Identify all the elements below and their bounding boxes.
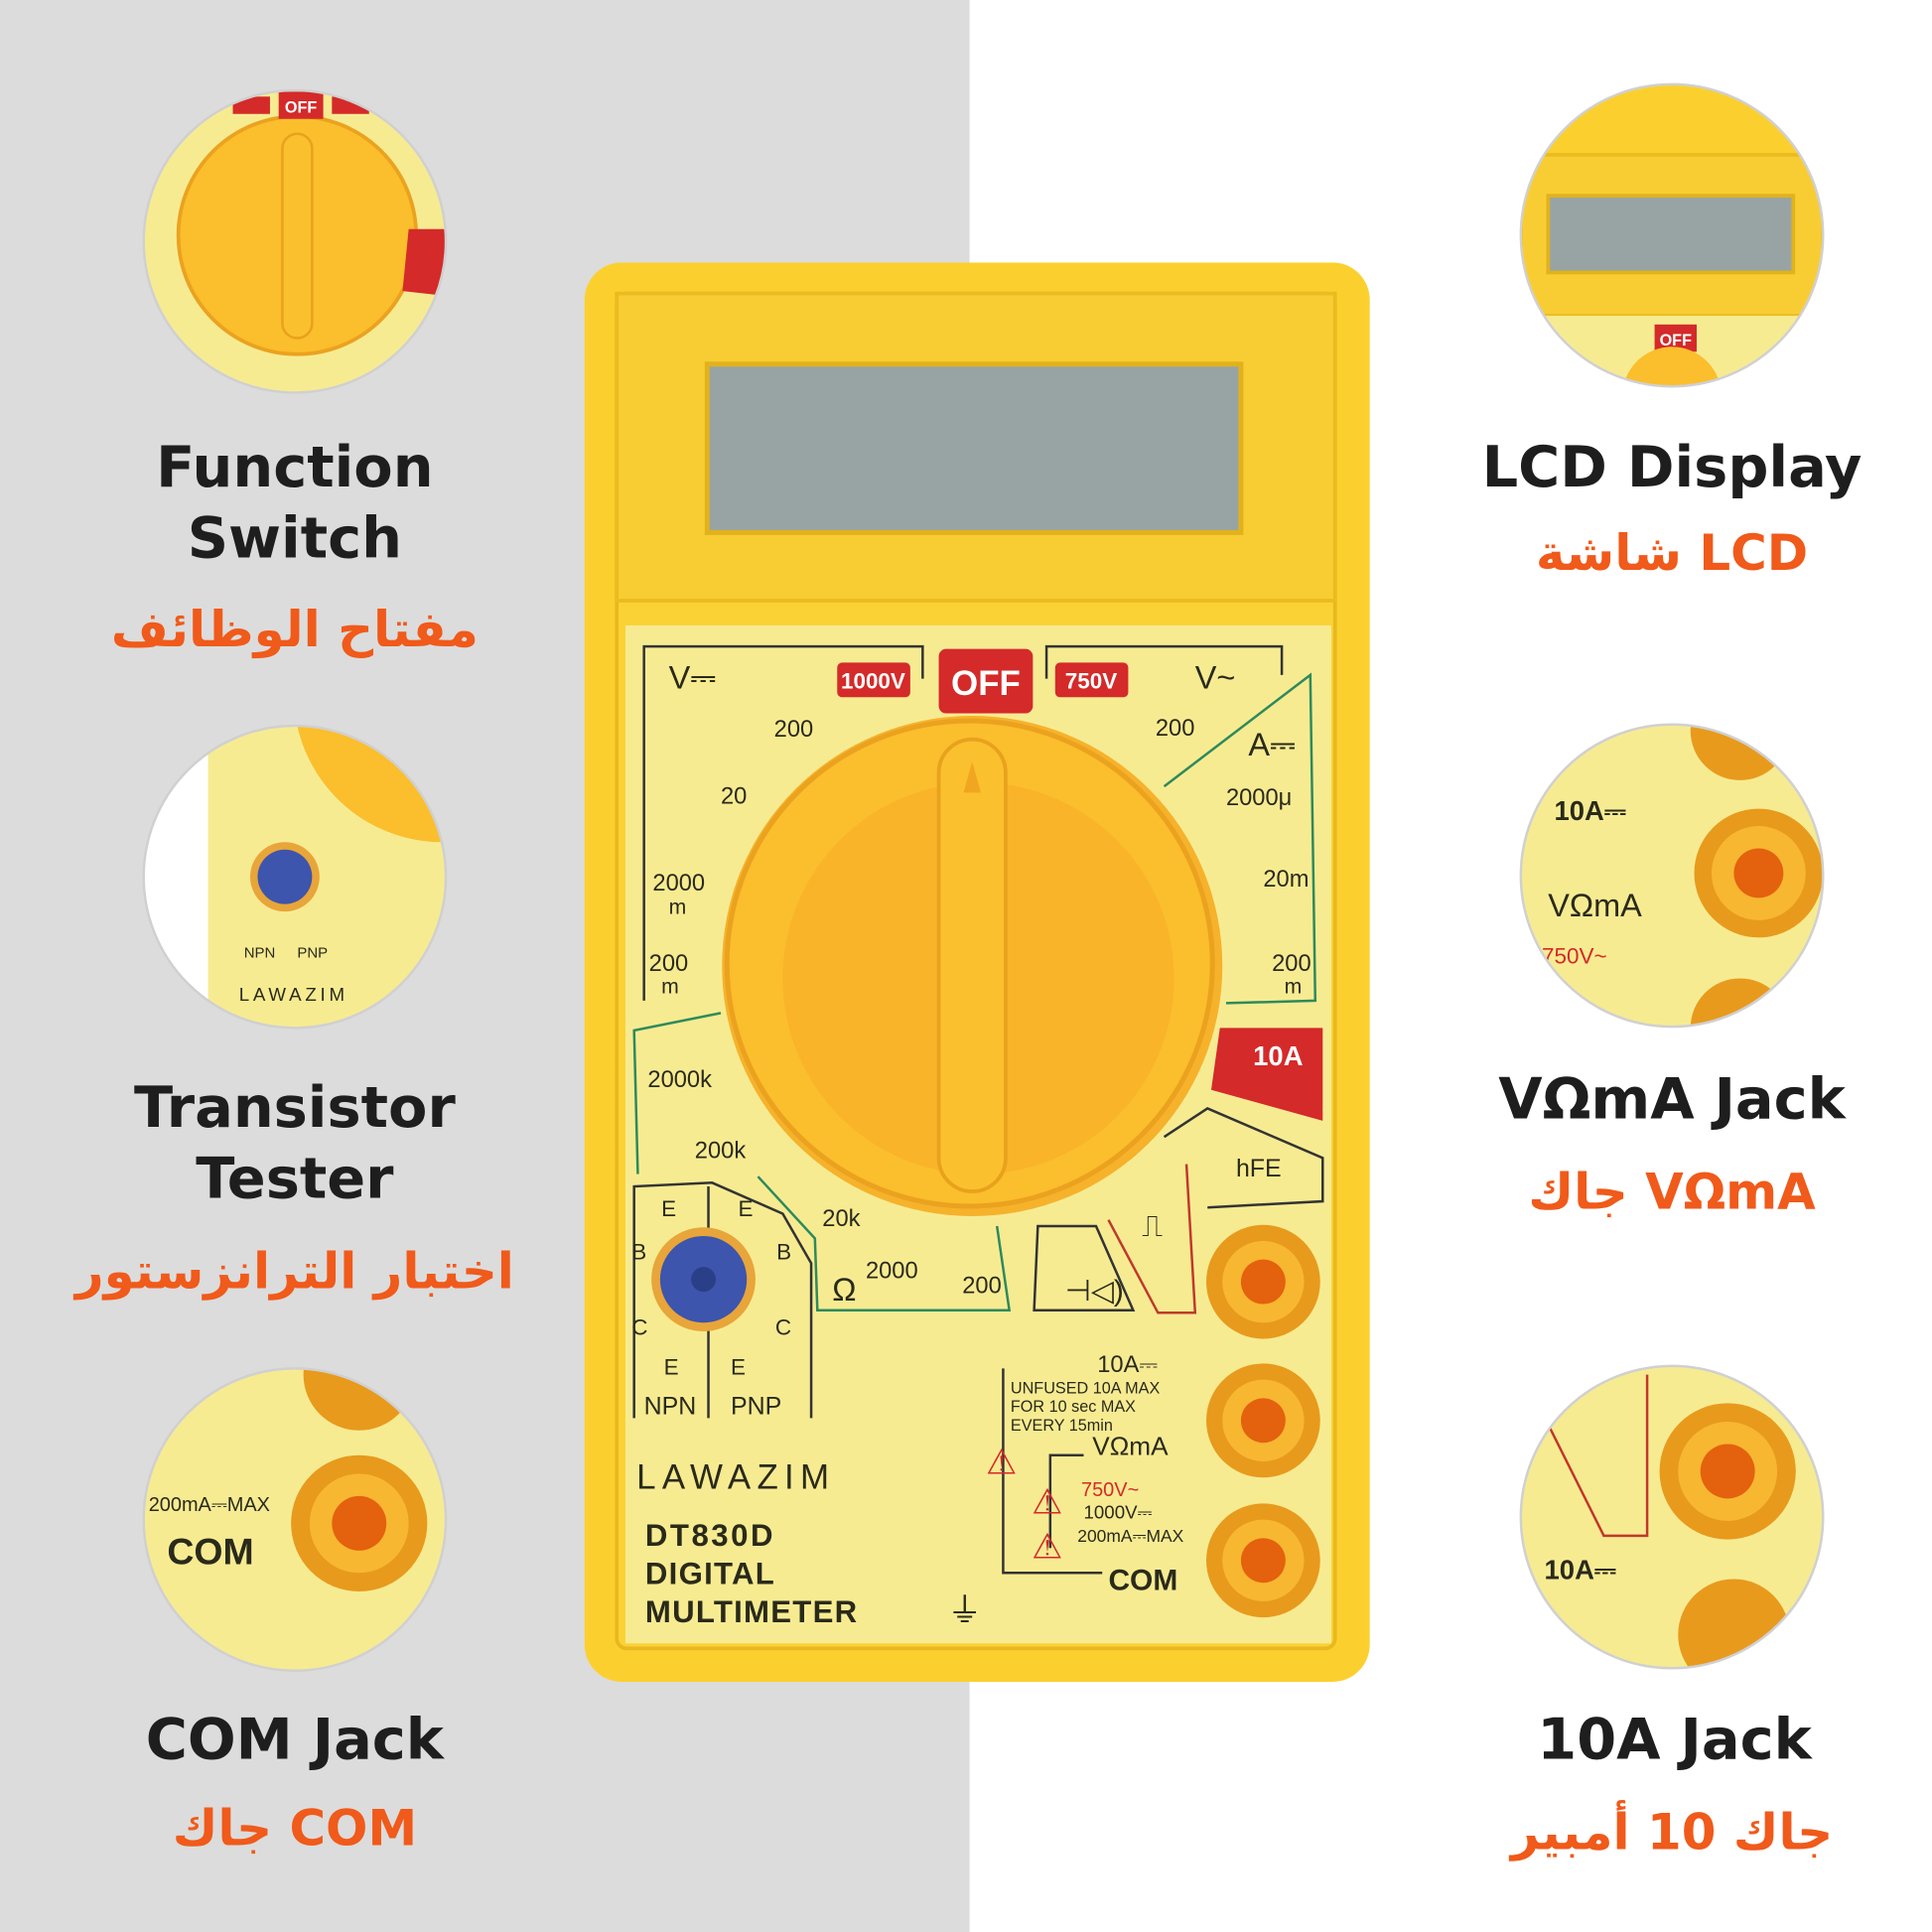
warning-icon: ⚠ [1032, 1482, 1062, 1521]
range-a-20m: 20m [1263, 867, 1309, 893]
range-unit-m: m [1285, 975, 1303, 998]
callout-function-switch: OFF Function Switch مفتاح الوظائف [111, 88, 479, 659]
range-hfe: hFE [1236, 1155, 1282, 1182]
range-a-2000u: 2000μ [1226, 785, 1292, 811]
multimeter: V⎓ 1000V OFF 750V V~ 200 20 2000 m 200 m… [584, 262, 1370, 1683]
zoom-com-label: COM [167, 1531, 253, 1573]
off-label: OFF [951, 664, 1021, 703]
range-r-20k: 20k [822, 1206, 860, 1232]
voma-jack-title: VΩmA Jack [1498, 1065, 1847, 1132]
10a-jack-title: 10A Jack [1537, 1706, 1813, 1772]
range-r-200: 200 [962, 1273, 1002, 1299]
diode-buzzer-icon: ⊣◁) [1065, 1275, 1124, 1308]
lcd-screen [704, 361, 1244, 535]
zoom-10a-label: 10A⎓ [1555, 795, 1626, 826]
npn-label: NPN [644, 1393, 697, 1421]
socket-e-label: E [661, 1196, 676, 1221]
function-switch-title: Function [156, 434, 433, 500]
transistor-socket[interactable] [651, 1227, 756, 1331]
zoom-npn: NPN [244, 944, 276, 961]
socket-e-label: E [731, 1355, 746, 1380]
callout-transistor-tester: LAWAZIM NPN PNP Transistor Tester اختبار… [72, 724, 514, 1301]
750v-label: 750V [1065, 669, 1117, 694]
range-r-2000k: 2000k [647, 1067, 712, 1093]
range-unit-m: m [669, 897, 687, 919]
jack-com[interactable] [1206, 1503, 1320, 1618]
callout-lcd-display: OFF LCD Display شاشة LCD [1482, 82, 1863, 582]
socket-e-label: E [738, 1196, 753, 1221]
socket-c-label: C [631, 1315, 647, 1340]
ohm-label: Ω [832, 1272, 856, 1308]
com-jack-arabic: جاك COM [173, 1800, 417, 1858]
range-vdc-20: 20 [721, 784, 747, 810]
range-vdc-200m: 200 [649, 951, 689, 977]
socket-c-label: C [775, 1315, 791, 1340]
off-position [938, 648, 1034, 714]
lcd-display-arabic: شاشة LCD [1536, 524, 1808, 582]
zoom-200ma-label: 200mA⎓MAX [149, 1494, 270, 1516]
unfused-warning-interval: EVERY 15min [1011, 1417, 1113, 1435]
transistor-tester-title-line2: Tester [196, 1145, 394, 1211]
jack-voma[interactable] [1206, 1363, 1320, 1478]
function-switch-arabic: مفتاح الوظائف [111, 601, 479, 659]
zoom-10a-label: 10A⎓ [1545, 1554, 1616, 1585]
function-switch-knob[interactable] [722, 716, 1223, 1216]
square-wave-icon: ⎍ [1142, 1210, 1163, 1243]
zoom-brand: LAWAZIM [239, 984, 348, 1005]
range-vdc-200: 200 [774, 717, 814, 743]
model-description-line2: MULTIMETER [645, 1594, 858, 1629]
jack-com-label: COM [1108, 1565, 1177, 1597]
callout-10a-jack: 10A⎓ 10A Jack جاك 10 أمبير [1508, 1364, 1833, 1862]
zoom-voma-label: VΩmA [1548, 888, 1642, 923]
range-a-200m: 200 [1272, 951, 1311, 977]
warning-icon: ⚠ [986, 1443, 1017, 1481]
jack-voma-label: VΩmA [1092, 1432, 1169, 1461]
brand-logo: LAWAZIM [636, 1457, 835, 1496]
range-r-2000: 2000 [866, 1258, 918, 1284]
jack-10a-label: 10A⎓ [1097, 1352, 1158, 1378]
10a-jack-arabic: جاك 10 أمبير [1508, 1799, 1833, 1862]
zoom-off-label: OFF [1660, 332, 1693, 349]
model-number: DT830D [645, 1518, 775, 1553]
max-200ma-label: 200mA⎓MAX [1077, 1526, 1183, 1546]
ground-icon: ⏚ [947, 1591, 982, 1630]
jack-10a[interactable] [1206, 1224, 1320, 1339]
warning-icon: ⚠ [1032, 1527, 1062, 1566]
voma-jack-arabic: جاك VΩmA [1528, 1163, 1816, 1220]
range-r-200k: 200k [695, 1138, 747, 1164]
callout-voma-jack: 10A⎓ VΩmA 750V~ VΩmA Jack جاك VΩmA [1498, 723, 1848, 1220]
zoom-off-label: OFF [285, 99, 318, 117]
range-vac-200: 200 [1156, 716, 1195, 742]
adc-label: A⎓ [1248, 727, 1296, 762]
range-10a: 10A [1253, 1040, 1304, 1071]
socket-e-label: E [664, 1355, 679, 1380]
max-750v-label: 750V~ [1081, 1479, 1139, 1501]
lcd-display-title: LCD Display [1482, 434, 1863, 500]
max-1000v-label: 1000V⎓ [1084, 1501, 1153, 1522]
function-switch-title-line2: Switch [188, 504, 402, 571]
unfused-warning-time: FOR 10 sec MAX [1011, 1398, 1136, 1416]
vdc-label: V⎓ [669, 660, 717, 696]
zoom-750v-label: 750V~ [1542, 944, 1607, 969]
zoom-pnp: PNP [297, 944, 328, 961]
vac-label: V~ [1195, 660, 1236, 696]
1000v-label: 1000V [841, 669, 905, 694]
com-jack-title: COM Jack [146, 1706, 446, 1772]
socket-b-label: B [776, 1240, 791, 1265]
socket-b-label: B [631, 1240, 646, 1265]
range-unit-m: m [661, 975, 679, 998]
unfused-warning: UNFUSED 10A MAX [1011, 1379, 1161, 1397]
transistor-tester-title: Transistor [134, 1074, 457, 1141]
pnp-label: PNP [731, 1393, 781, 1421]
model-description-line1: DIGITAL [645, 1556, 775, 1590]
transistor-tester-arabic: اختبار الترانزستور [72, 1242, 514, 1301]
range-vdc-2000m: 2000 [652, 871, 705, 897]
